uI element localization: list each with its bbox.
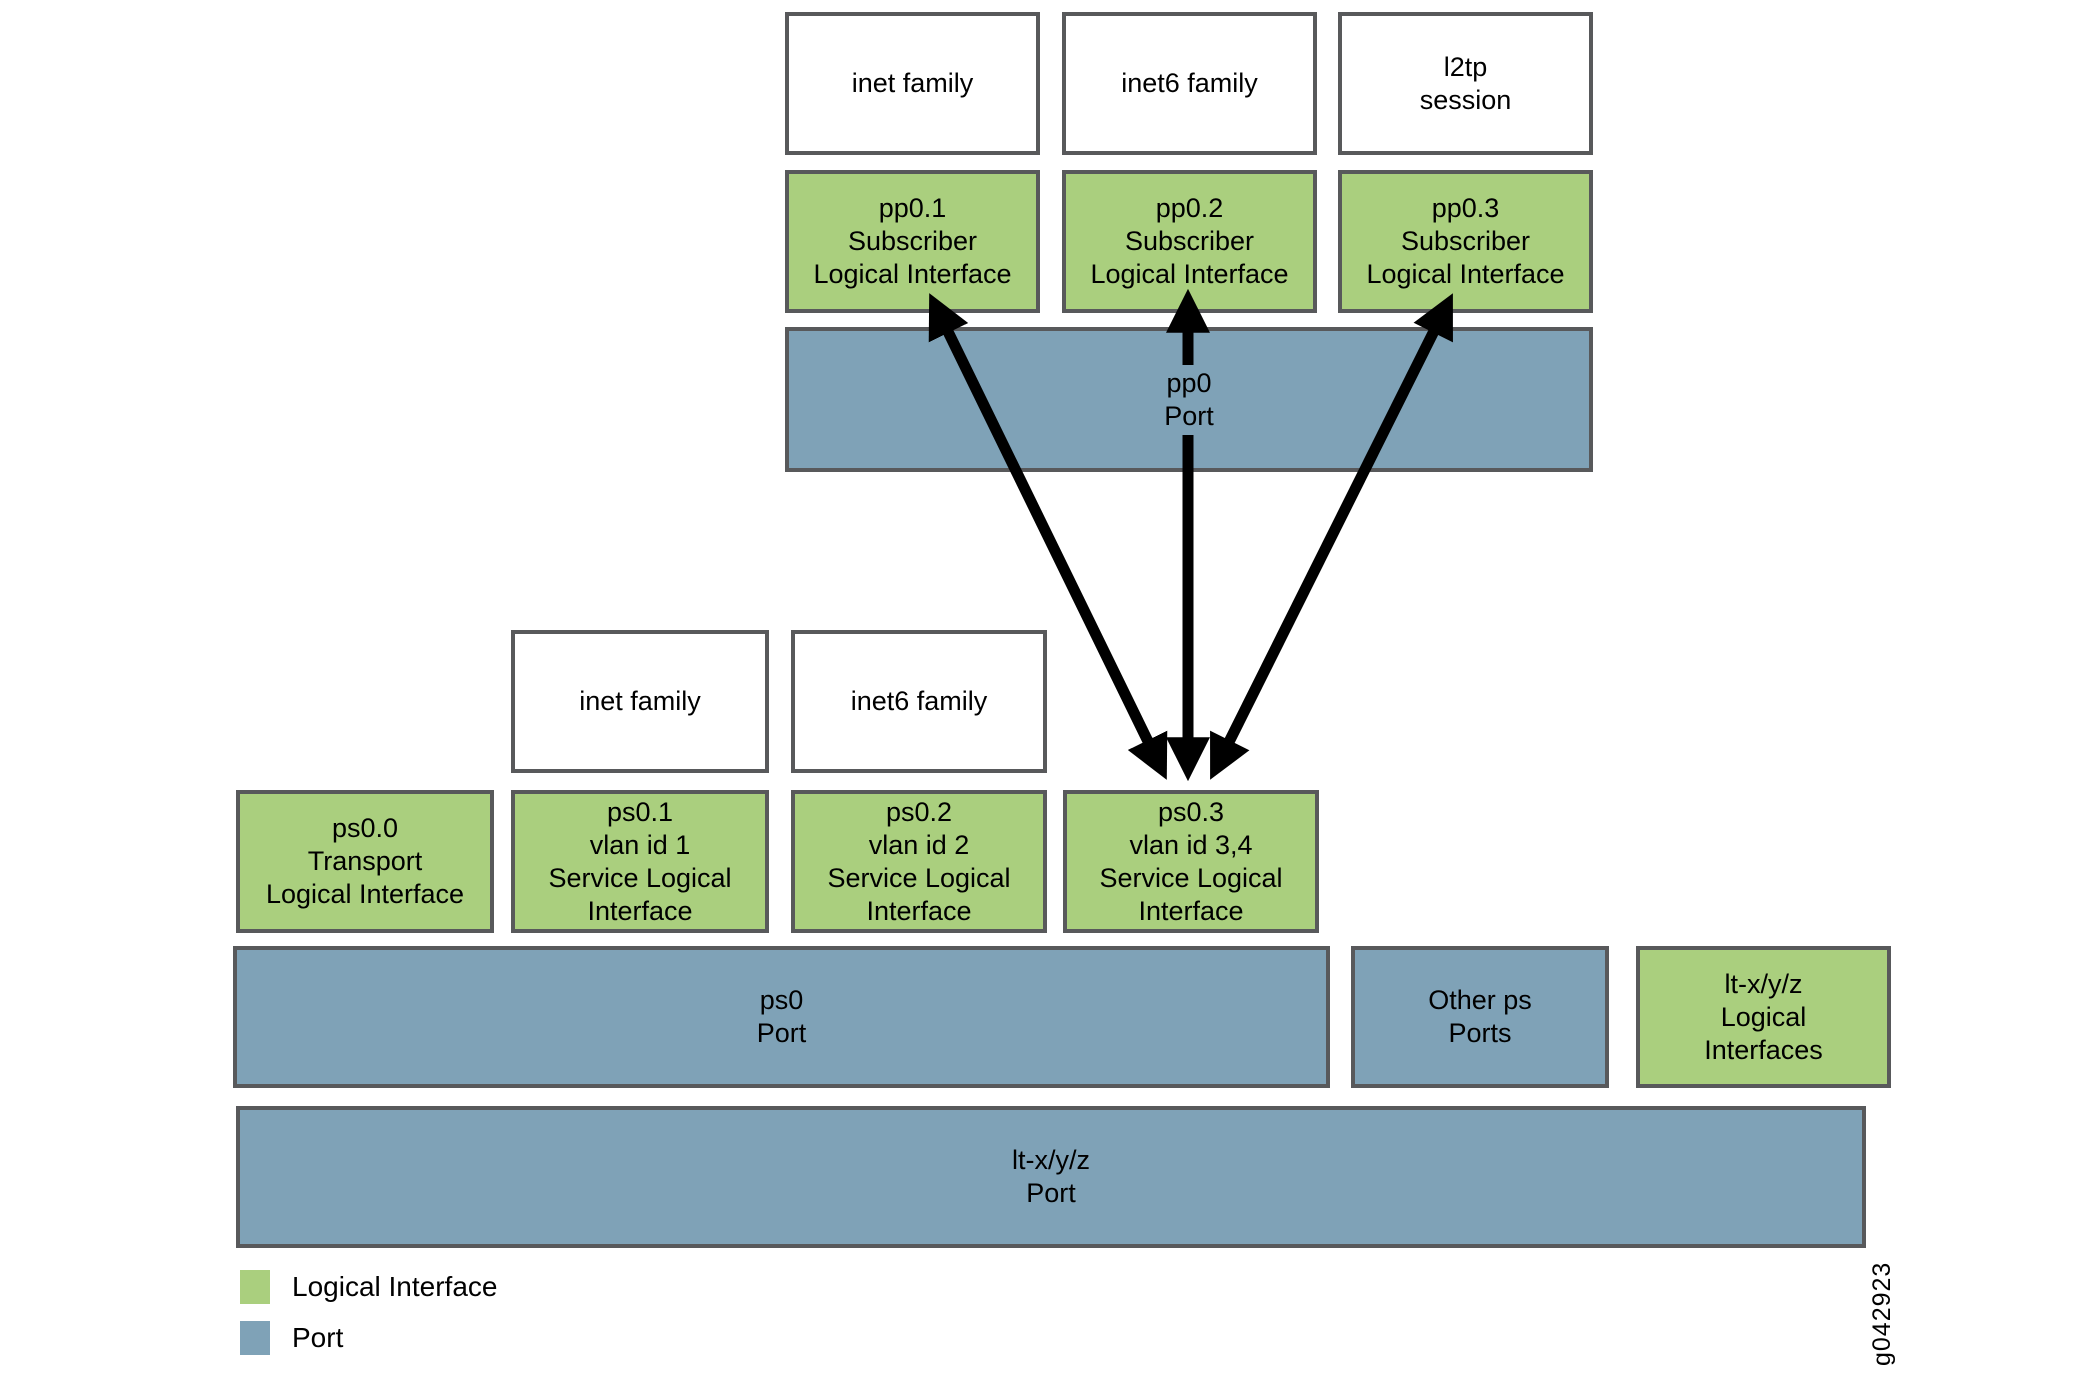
box-label: inet6 family bbox=[850, 686, 988, 716]
box-label: ps0.0 Transport Logical Interface bbox=[265, 813, 465, 909]
box-label: pp0 Port bbox=[1150, 364, 1228, 435]
box-label: ps0 Port bbox=[756, 985, 807, 1048]
box-pp0-2-subscriber: pp0.2 Subscriber Logical Interface bbox=[1062, 170, 1317, 313]
box-label: l2tp session bbox=[1419, 51, 1512, 115]
box-ps0-0-transport: ps0.0 Transport Logical Interface bbox=[236, 790, 494, 933]
box-inet-family-mid: inet family bbox=[511, 630, 769, 773]
box-ps0-1-service: ps0.1 vlan id 1 Service Logical Interfac… bbox=[511, 790, 769, 933]
box-lt-logical-interfaces: lt-x/y/z Logical Interfaces bbox=[1636, 946, 1891, 1088]
box-ps0-port: ps0 Port bbox=[233, 946, 1330, 1088]
box-label: ps0.1 vlan id 1 Service Logical Interfac… bbox=[548, 796, 732, 926]
figure-id: g042923 bbox=[1868, 1261, 1896, 1367]
box-pp0-3-subscriber: pp0.3 Subscriber Logical Interface bbox=[1338, 170, 1593, 313]
box-label: inet6 family bbox=[1121, 68, 1258, 98]
box-label: ps0.3 vlan id 3,4 Service Logical Interf… bbox=[1099, 796, 1283, 926]
box-label: inet family bbox=[579, 686, 701, 716]
legend-swatch-logical-interface bbox=[240, 1270, 270, 1304]
box-ps0-2-service: ps0.2 vlan id 2 Service Logical Interfac… bbox=[791, 790, 1047, 933]
box-other-ps-ports: Other ps Ports bbox=[1351, 946, 1609, 1088]
legend-item-logical-interface: Logical Interface bbox=[240, 1270, 497, 1304]
box-label: lt-x/y/z Logical Interfaces bbox=[1704, 968, 1823, 1065]
legend-label: Logical Interface bbox=[292, 1271, 498, 1302]
box-label: ps0.2 vlan id 2 Service Logical Interfac… bbox=[827, 796, 1011, 926]
box-label: Other ps Ports bbox=[1428, 985, 1532, 1048]
box-inet6-family-top: inet6 family bbox=[1062, 12, 1317, 155]
box-pp0-port: pp0 Port bbox=[785, 327, 1593, 472]
legend-item-port: Port bbox=[240, 1321, 343, 1355]
box-label: pp0.3 Subscriber Logical Interface bbox=[1366, 193, 1565, 289]
box-l2tp-session: l2tp session bbox=[1338, 12, 1593, 155]
box-inet-family-top: inet family bbox=[785, 12, 1040, 155]
box-label: lt-x/y/z Port bbox=[1012, 1145, 1090, 1208]
box-label: inet family bbox=[851, 68, 974, 98]
box-ps0-3-service: ps0.3 vlan id 3,4 Service Logical Interf… bbox=[1063, 790, 1319, 933]
box-label: pp0.2 Subscriber Logical Interface bbox=[1090, 193, 1289, 289]
box-lt-port: lt-x/y/z Port bbox=[236, 1106, 1866, 1248]
box-pp0-1-subscriber: pp0.1 Subscriber Logical Interface bbox=[785, 170, 1040, 313]
legend-label: Port bbox=[292, 1322, 344, 1353]
box-inet6-family-mid: inet6 family bbox=[791, 630, 1047, 773]
box-label: pp0.1 Subscriber Logical Interface bbox=[813, 193, 1012, 289]
legend-swatch-port bbox=[240, 1321, 270, 1355]
